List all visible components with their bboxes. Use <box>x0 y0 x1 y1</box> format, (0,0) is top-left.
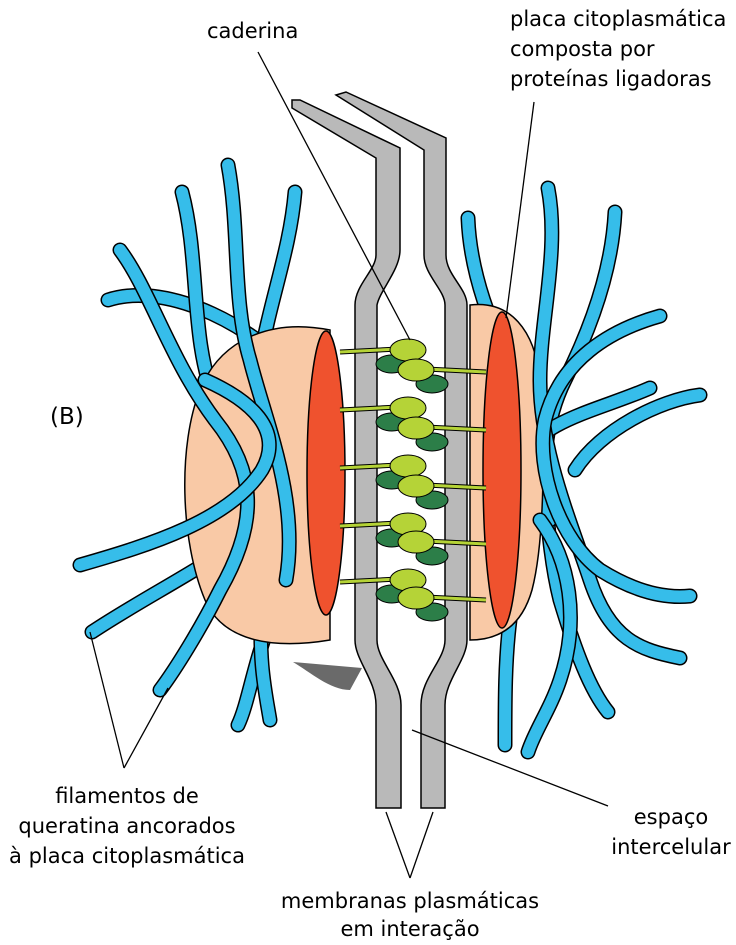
cadherin-label: caderina <box>207 19 298 43</box>
space-label-line-2: intercelular <box>611 835 731 859</box>
plaque-label-line-1: placa citoplasmática <box>510 7 726 31</box>
membrane-label-line-1: membranas plasmáticas <box>281 889 539 913</box>
membrane-leader-2 <box>410 812 433 878</box>
left-dense-plaque <box>307 331 345 615</box>
keratin-label-line-1: filamentos de <box>55 784 199 808</box>
plaque-leader <box>506 102 534 318</box>
keratin-label-line-2: queratina ancorados <box>18 814 235 838</box>
right-plaque <box>470 304 543 640</box>
right-dense-plaque <box>483 312 521 628</box>
plaque-label-line-3: proteínas ligadoras <box>510 67 712 91</box>
membrane-leader-1 <box>386 812 410 878</box>
keratin-label-line-3: à placa citoplasmática <box>9 844 245 868</box>
keratin-leader-1 <box>90 632 124 768</box>
panel-label: (B) <box>50 404 84 430</box>
space-label-line-1: espaço <box>634 805 708 829</box>
plaque-shadow <box>293 662 362 690</box>
membrane-label-line-2: em interação <box>340 917 479 941</box>
plaque-label-line-2: composta por <box>510 37 655 61</box>
keratin-leader-2 <box>124 688 168 768</box>
